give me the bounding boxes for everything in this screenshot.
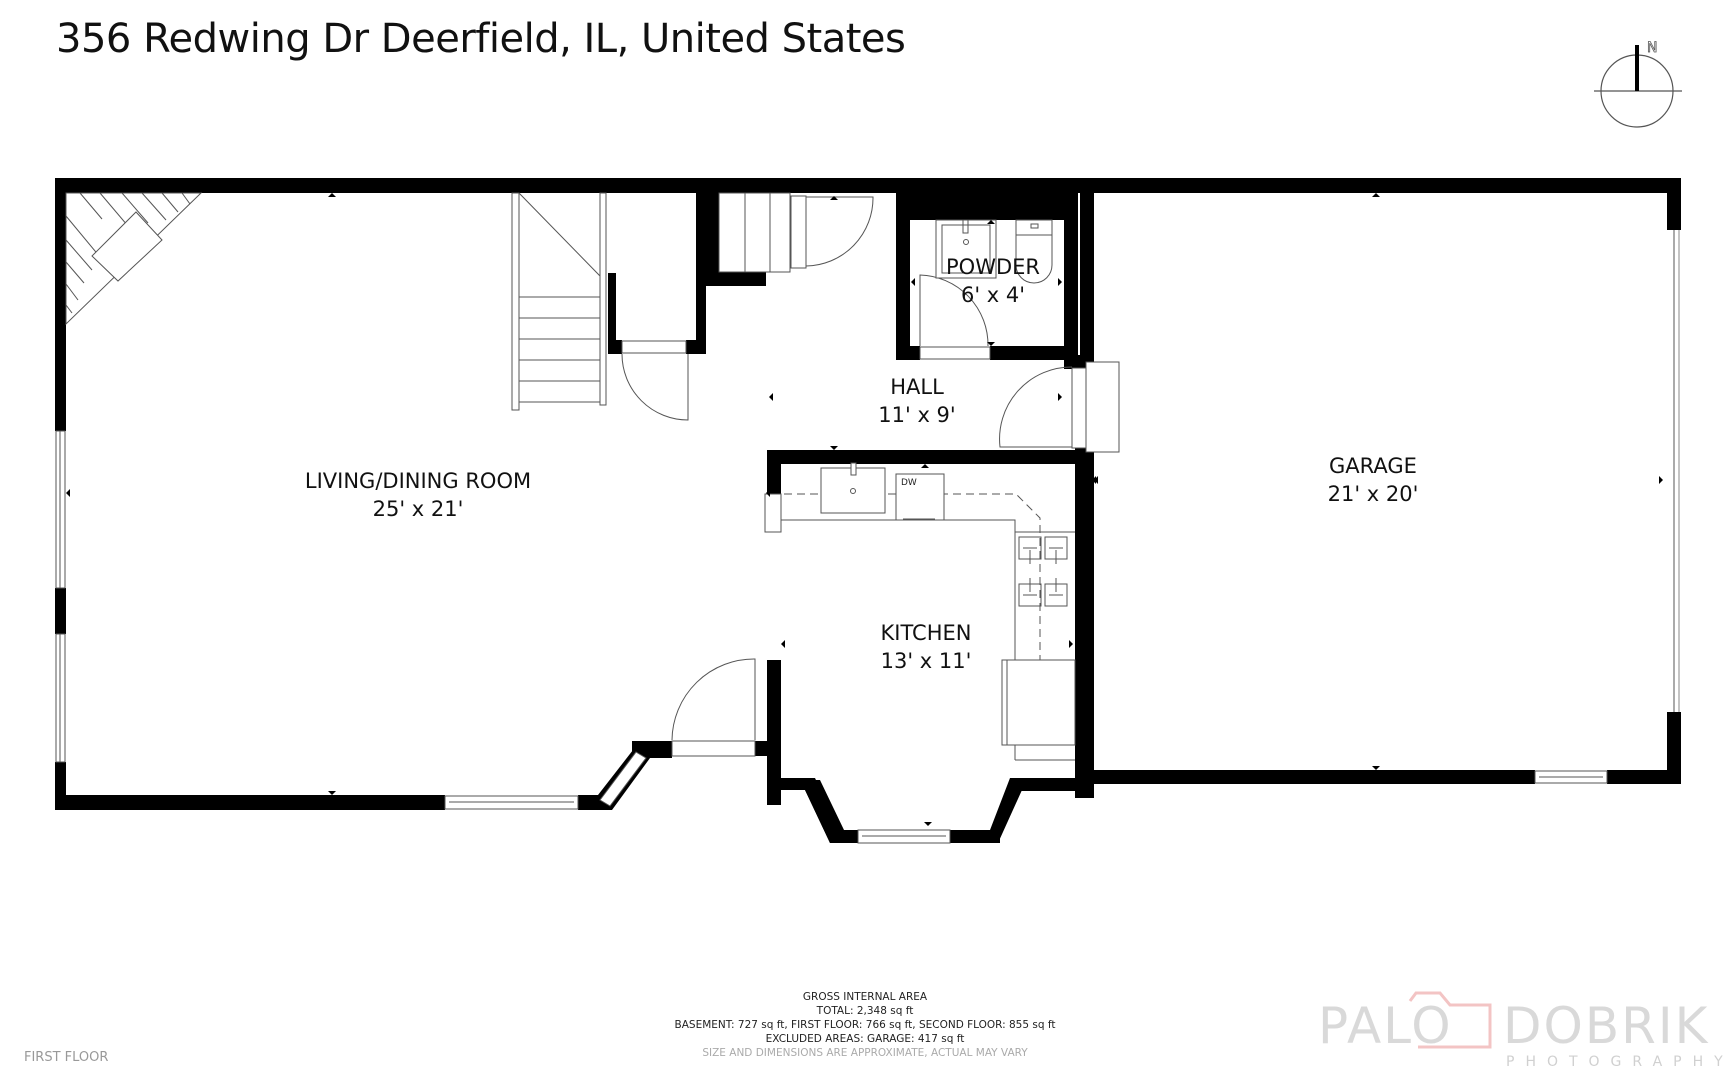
svg-text:HALL: HALL: [890, 375, 944, 399]
svg-text:KITCHEN: KITCHEN: [881, 621, 972, 645]
area-excluded: EXCLUDED AREAS: GARAGE: 417 sq ft: [765, 1033, 965, 1045]
svg-text:21' x 20': 21' x 20': [1328, 482, 1419, 506]
gross-internal-area-summary: GROSS INTERNAL AREA TOTAL: 2,348 sq ft B…: [560, 990, 1170, 1060]
svg-text:6' x 4': 6' x 4': [961, 283, 1025, 307]
property-address-title: 356 Redwing Dr Deerfield, IL, United Sta…: [56, 16, 906, 62]
room-label-kitchen: KITCHEN 13' x 11': [881, 621, 972, 673]
dishwasher-label: DW: [901, 478, 917, 488]
floor-label: FIRST FLOOR: [24, 1050, 109, 1065]
room-label-living-dining: LIVING/DINING ROOM 25' x 21': [305, 469, 531, 521]
fireplace-icon: [65, 192, 203, 326]
brand-subtitle: PHOTOGRAPHY: [1506, 1054, 1729, 1070]
camera-outline-icon: [1408, 991, 1492, 1049]
dimension-markers: [66, 193, 1663, 826]
powder-fixtures: [935, 219, 1053, 284]
room-label-garage: GARAGE 21' x 20': [1328, 454, 1419, 506]
area-breakdown: BASEMENT: 727 sq ft, FIRST FLOOR: 766 sq…: [674, 1019, 1056, 1031]
svg-text:11' x 9': 11' x 9': [878, 403, 955, 427]
svg-text:13' x 11': 13' x 11': [881, 649, 972, 673]
interior-walls: [608, 190, 1082, 805]
area-total: TOTAL: 2,348 sq ft: [816, 1005, 914, 1017]
brand-word-palo: PALO: [1318, 997, 1453, 1055]
area-heading: GROSS INTERNAL AREA: [802, 991, 928, 1003]
svg-text:GARAGE: GARAGE: [1329, 454, 1417, 478]
exterior-walls: [55, 178, 1681, 810]
staircase: [511, 192, 791, 411]
room-label-hall: HALL 11' x 9': [878, 375, 955, 427]
north-label: N: [1647, 40, 1657, 56]
area-disclaimer: SIZE AND DIMENSIONS ARE APPROXIMATE, ACT…: [702, 1047, 1028, 1059]
stove-burners-icon: [1018, 536, 1068, 607]
doors: [621, 195, 1120, 757]
brand-word-dobrik: DOBRIK: [1503, 997, 1710, 1055]
svg-text:LIVING/DINING ROOM: LIVING/DINING ROOM: [305, 469, 531, 493]
svg-text:25' x 21': 25' x 21': [373, 497, 464, 521]
brand-logo: PALO DOBRIK PHOTOGRAPHY: [1318, 985, 1723, 1075]
north-arrow-icon: N: [1594, 40, 1682, 128]
dishwasher-icon: [895, 473, 945, 521]
sink-icon: [935, 219, 997, 279]
room-label-powder: POWDER 6' x 4': [946, 255, 1040, 307]
kitchen-fixtures: [764, 462, 1076, 761]
toilet-icon: [1015, 219, 1053, 284]
refrigerator-icon: [1001, 659, 1076, 746]
svg-text:POWDER: POWDER: [946, 255, 1040, 279]
